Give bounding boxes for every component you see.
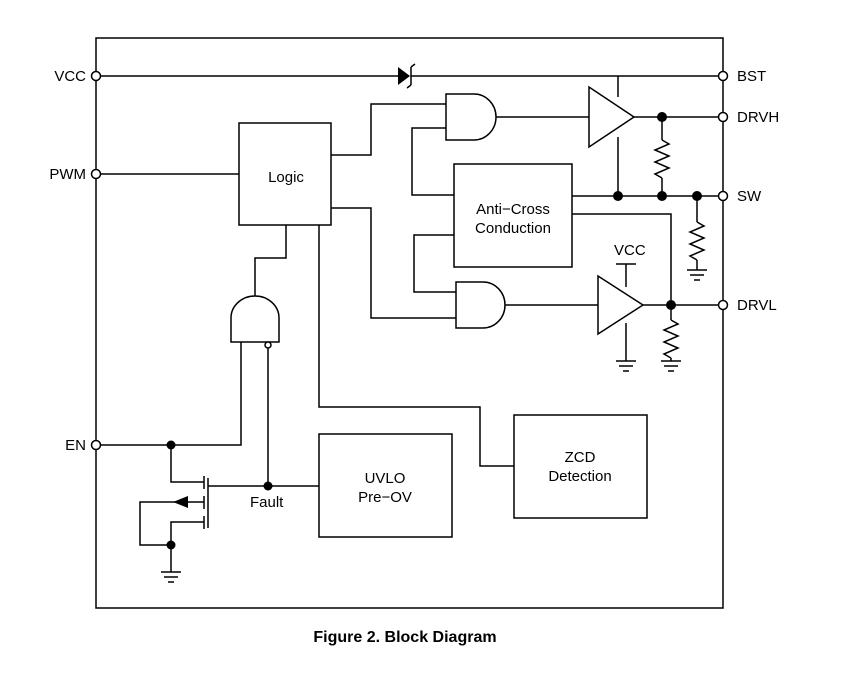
high-side-driver (588, 85, 636, 149)
junction-dot (657, 191, 667, 201)
low-side-and-gate (455, 281, 506, 329)
junction-dot (263, 481, 273, 491)
pin-label-drvh: DRVH (737, 109, 779, 126)
chip-outline (95, 37, 724, 609)
anti-cross-label-1: Anti−Cross (476, 201, 550, 218)
anti-cross-label-2: Conduction (475, 220, 551, 237)
sw-ground-resistor (687, 196, 707, 281)
low-side-driver (597, 274, 645, 336)
pin-label-pwm: PWM (49, 166, 86, 183)
uvlo-block: UVLO Pre−OV (318, 433, 453, 538)
pin-sw (717, 190, 729, 202)
pin-label-vcc: VCC (54, 68, 86, 85)
anti-cross-to-high-and-wire (411, 127, 454, 196)
enable-pulldown-mosfet (139, 445, 209, 583)
pin-bst (717, 70, 729, 82)
junction-dot (657, 112, 667, 122)
logic-to-zcd-wire (318, 225, 514, 467)
logic-label: Logic (268, 169, 304, 186)
junction-dot (166, 440, 176, 450)
pin-en (90, 439, 102, 451)
drvl-sense-wire (572, 213, 672, 306)
low-driver-ground (616, 323, 636, 372)
junction-dot (166, 540, 176, 550)
pin-pwm (90, 168, 102, 180)
drvh-sw-resistor (653, 117, 671, 196)
pin-drvh (717, 111, 729, 123)
junction-dot (666, 300, 676, 310)
zcd-label-1: ZCD (565, 449, 596, 466)
pin-drvl (717, 299, 729, 311)
pin-label-drvl: DRVL (737, 297, 777, 314)
fault-label: Fault (250, 494, 284, 511)
anti-cross-block: Anti−Cross Conduction (453, 163, 573, 268)
pin-label-sw: SW (737, 188, 762, 205)
logic-block: Logic (238, 122, 332, 226)
fault-inverter-bubble (264, 341, 272, 349)
logic-to-low-and-wire (331, 207, 456, 319)
pin-vcc (90, 70, 102, 82)
high-side-and-gate (445, 93, 497, 141)
bootstrap-diode (96, 63, 723, 89)
zcd-label-2: Detection (548, 468, 611, 485)
zcd-block: ZCD Detection (513, 414, 648, 519)
enable-and-gate (230, 295, 280, 343)
pin-label-en: EN (65, 437, 86, 454)
en-wire (96, 342, 242, 446)
logic-to-high-and-wire (331, 103, 446, 156)
drvl-ground-resistor (661, 305, 681, 372)
junction-dot (692, 191, 702, 201)
anti-cross-to-low-and-wire (413, 234, 456, 293)
pin-label-bst: BST (737, 68, 766, 85)
vcc-supply-label: VCC (614, 242, 646, 259)
uvlo-label-2: Pre−OV (358, 489, 412, 506)
junction-dot (613, 191, 623, 201)
figure-caption: Figure 2. Block Diagram (313, 629, 496, 646)
low-driver-vcc: VCC (614, 242, 646, 287)
enable-gate-to-logic-wire (254, 225, 287, 296)
uvlo-label-1: UVLO (365, 470, 406, 487)
